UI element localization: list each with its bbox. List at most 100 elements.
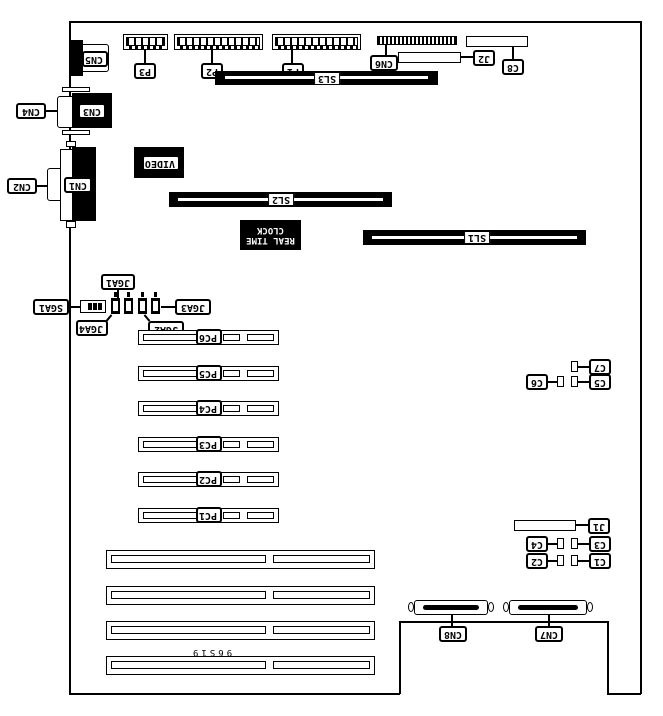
leader-j2	[461, 56, 475, 58]
header-j2	[398, 52, 461, 63]
rtc-line2: CLOCK	[256, 225, 285, 235]
label-video: VIDEO	[142, 155, 180, 171]
pci-slot-segment	[223, 334, 240, 341]
leader-p2	[211, 50, 213, 65]
pci-slot-segment	[143, 405, 199, 412]
pci-slot-segment	[143, 334, 199, 341]
label-pc4: PC4	[196, 400, 222, 416]
cn8-latch-left	[408, 602, 414, 612]
label-cn4: CN4	[16, 103, 46, 119]
figure-code: 96S19	[190, 647, 233, 657]
label-pc6: PC6	[196, 329, 222, 345]
isa-slot-segment	[273, 626, 370, 634]
label-jga3: JGA3	[175, 299, 211, 315]
leader-c7	[578, 366, 590, 368]
board-edge-left	[69, 21, 71, 695]
label-c1: C1	[589, 553, 611, 569]
cn1-mount-top	[66, 141, 76, 147]
isa-slot-segment	[273, 591, 370, 599]
label-sl1: SL1	[464, 231, 491, 244]
pci-slot-segment	[223, 370, 240, 377]
pci-slot-segment	[143, 370, 199, 377]
capacitor-c4	[557, 538, 564, 549]
scsi-connector-cn8	[414, 600, 488, 615]
label-cn2: CN2	[7, 178, 37, 194]
isa-slot-segment	[273, 555, 370, 563]
label-c7: C7	[589, 359, 611, 375]
label-pc1: PC1	[196, 507, 222, 523]
pci-slot-segment	[223, 405, 240, 412]
label-sl2: SL2	[268, 193, 295, 206]
label-sga1: SGA1	[33, 299, 69, 315]
cn8-latch-right	[488, 602, 494, 612]
header-p1	[272, 34, 361, 50]
pci-slot-segment	[143, 441, 199, 448]
label-pc3: PC3	[196, 436, 222, 452]
board-cutout-left	[399, 621, 401, 694]
leader-cn8	[451, 615, 453, 627]
label-cn7: CN7	[535, 626, 563, 642]
pci-slot-segment	[143, 512, 199, 519]
leader-p1	[291, 50, 293, 65]
label-sl3: SL3	[314, 72, 341, 85]
isa-slot	[106, 550, 375, 569]
isa-slot-segment	[111, 591, 266, 599]
leader-c6	[547, 381, 558, 383]
leader-cn7	[548, 615, 550, 627]
label-j2: J2	[473, 50, 495, 66]
leader-p3	[144, 50, 146, 65]
cn3-mount-bottom	[62, 130, 90, 135]
board-edge-top	[69, 21, 641, 23]
cn7-latch-left	[503, 602, 509, 612]
jumper-jga1[interactable]	[111, 292, 120, 314]
jumper-jga4[interactable]	[124, 292, 133, 314]
capacitor-c3	[571, 538, 578, 549]
isa-slot	[106, 621, 375, 640]
pci-slot-segment	[223, 512, 240, 519]
board-edge-bottom-right	[607, 693, 641, 695]
label-c2: C2	[526, 553, 548, 569]
leader-cn6	[385, 45, 387, 57]
capacitor-c2	[557, 555, 564, 566]
label-cn6: CN6	[370, 55, 398, 71]
pci-slot-segment	[223, 476, 240, 483]
label-p3: P3	[134, 63, 156, 79]
leader-c2	[547, 560, 558, 562]
header-p2	[174, 34, 263, 50]
leader-jga3	[161, 306, 175, 308]
label-pc5: PC5	[196, 365, 222, 381]
board-cutout-top	[399, 621, 608, 623]
isa-slot-segment	[111, 626, 266, 634]
capacitor-c1	[571, 555, 578, 566]
label-j1: J1	[588, 518, 610, 534]
pci-slot-segment	[247, 334, 274, 341]
scsi-connector-cn7	[509, 600, 587, 615]
dip-switch-sga1[interactable]	[80, 300, 106, 313]
leader-c3	[578, 543, 590, 545]
header-j1	[514, 520, 576, 531]
leader-cn4	[44, 110, 58, 112]
isa-slot	[106, 656, 375, 675]
label-c5: C5	[589, 374, 611, 390]
board-edge-bottom-left	[69, 693, 400, 695]
jumper-jga3[interactable]	[151, 292, 160, 314]
capacitor-c5	[571, 376, 578, 387]
jumper-jga2[interactable]	[138, 292, 147, 314]
label-cn8: CN8	[439, 626, 467, 642]
rtc-line1: REAL TIME	[246, 235, 295, 245]
isa-slot	[106, 586, 375, 605]
label-jga4: JGA4	[76, 320, 108, 336]
pci-slot-segment	[247, 405, 274, 412]
header-cn6	[377, 36, 457, 45]
label-c3: C3	[589, 536, 611, 552]
pci-slot-segment	[247, 512, 274, 519]
component-c8	[466, 36, 528, 47]
board-cutout-right	[607, 621, 609, 694]
cn3-mount-top	[62, 87, 90, 92]
isa-slot-segment	[111, 661, 266, 669]
leader-c1	[578, 560, 590, 562]
label-cn3: CN3	[78, 103, 106, 119]
label-c6: C6	[526, 374, 548, 390]
leader-jga1	[117, 289, 119, 298]
